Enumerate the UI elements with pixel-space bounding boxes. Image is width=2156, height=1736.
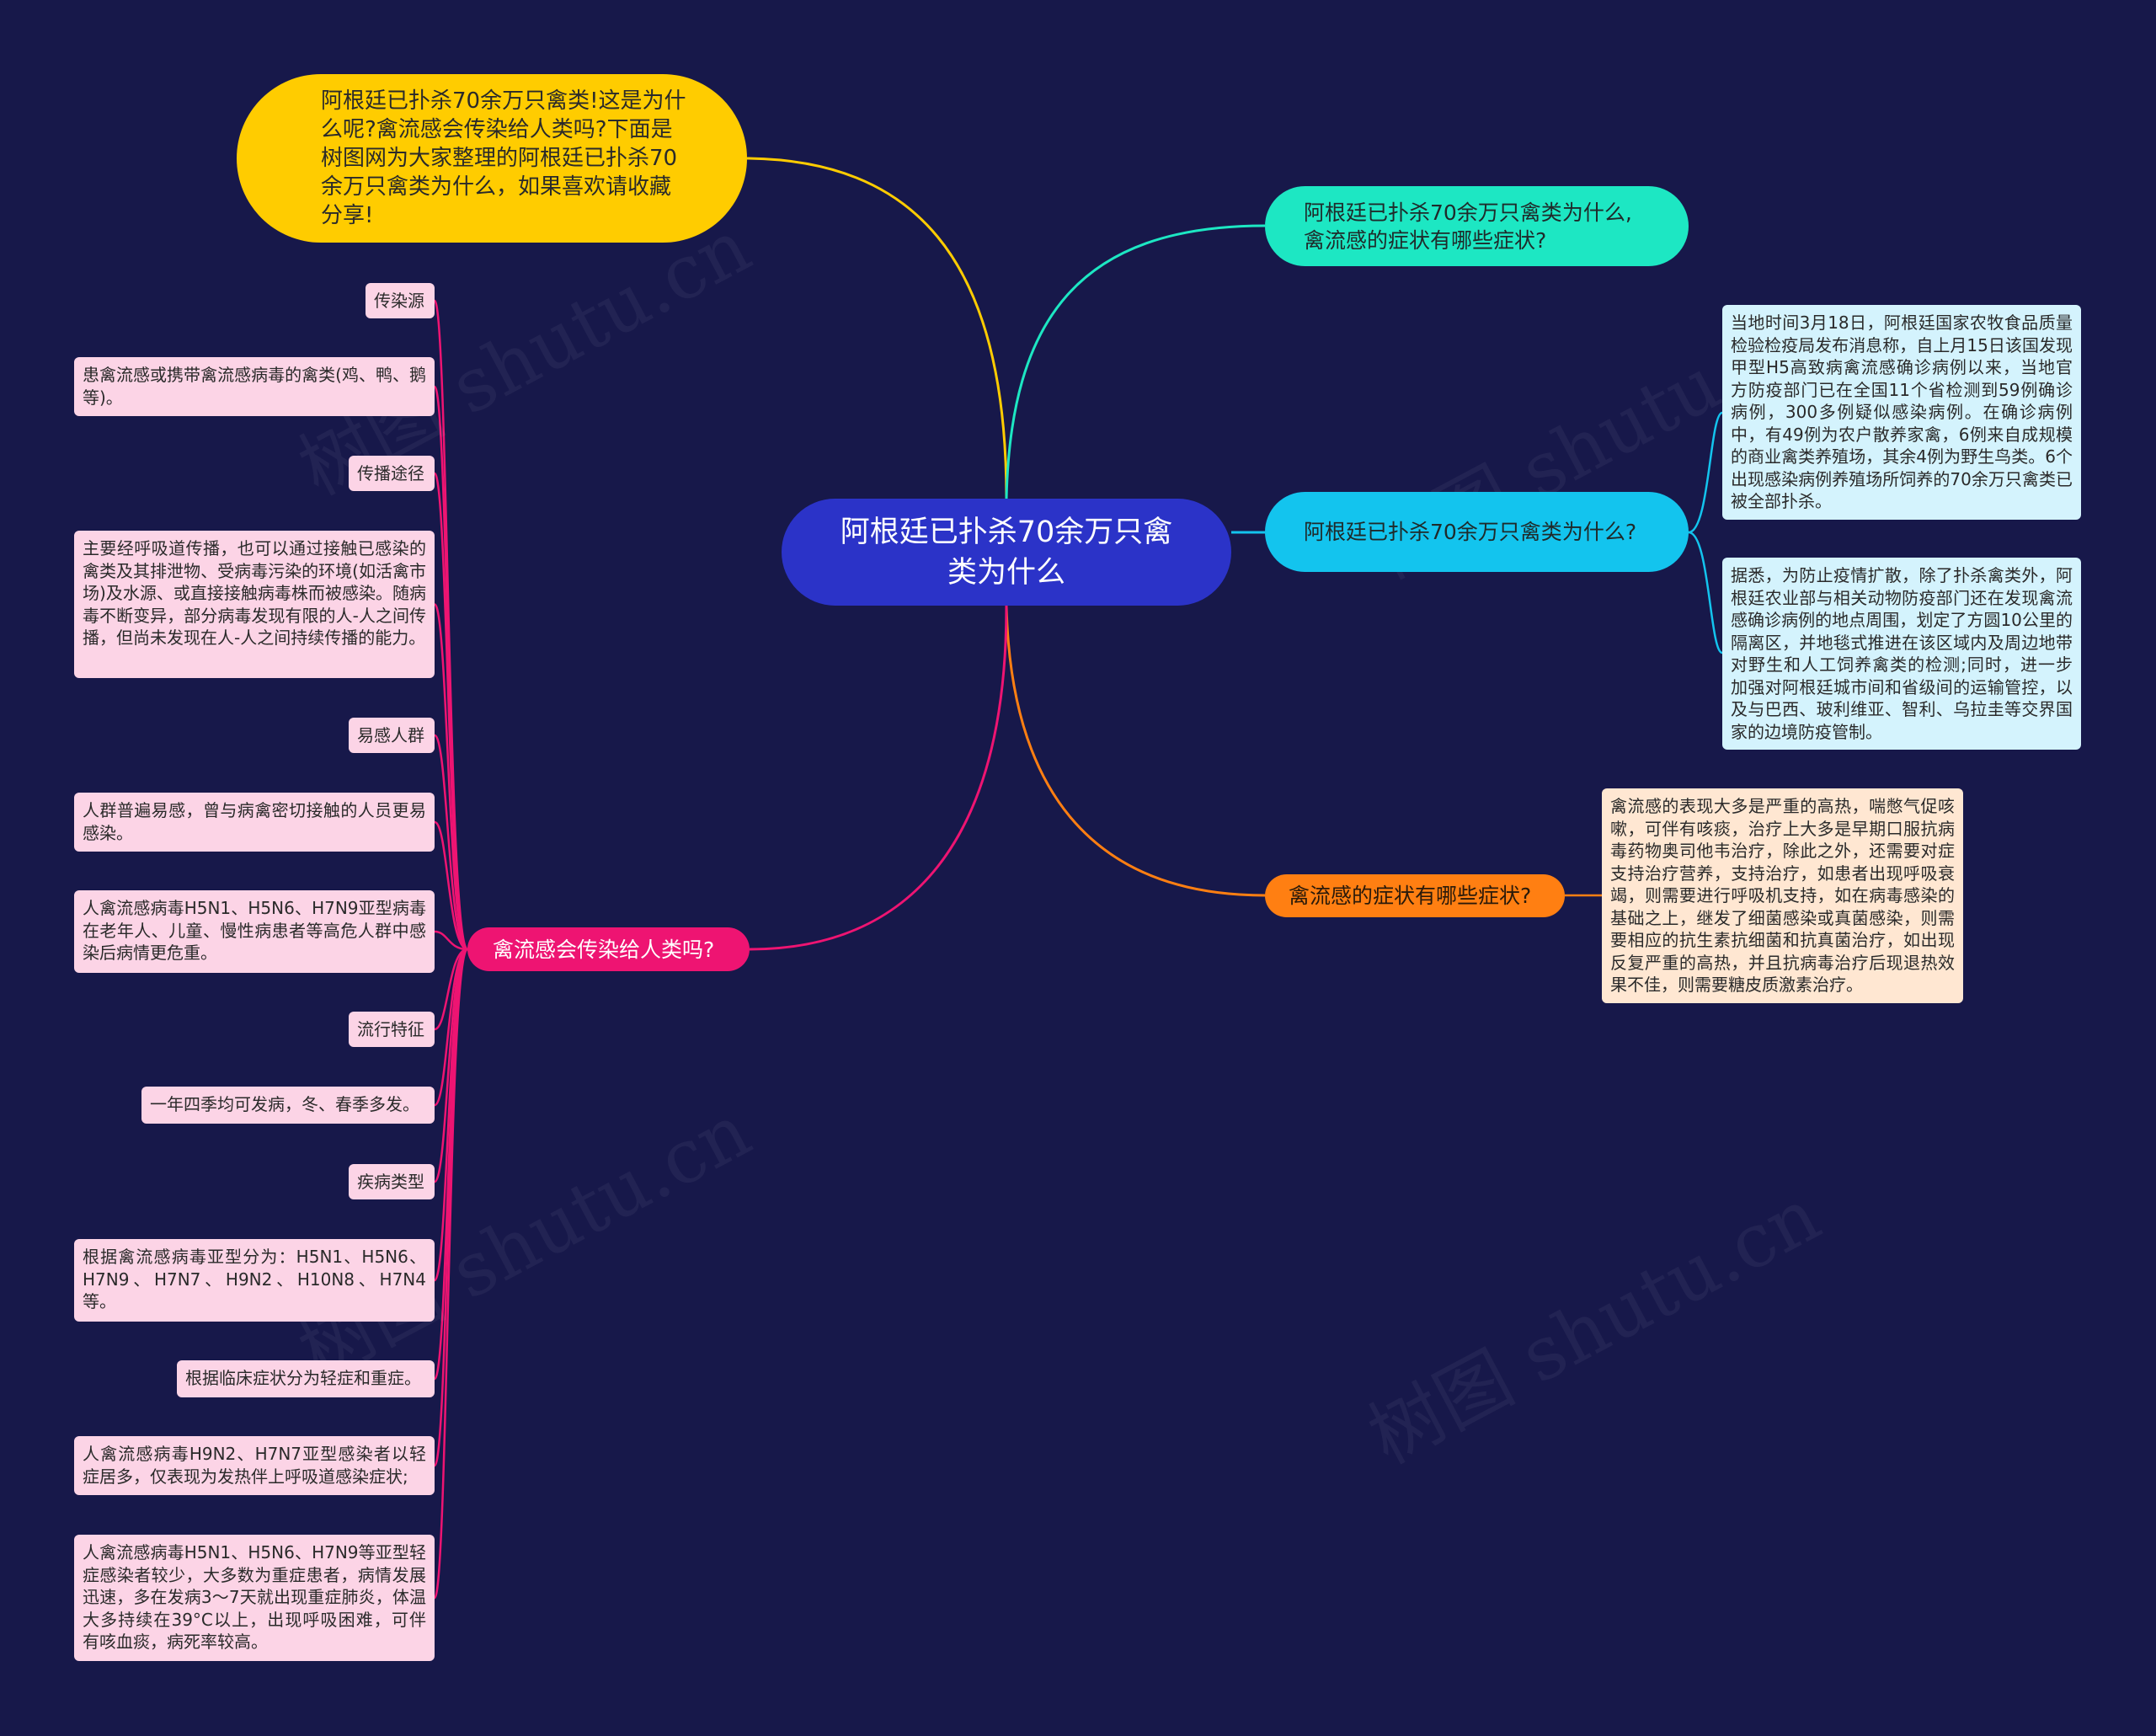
transmit-item-text[interactable]: 主要经呼吸道传播，也可以通过接触已感染的禽类及其排泄物、受病毒污染的环境(如活禽… [74, 531, 435, 678]
transmit-item-types[interactable]: 疾病类型 [349, 1164, 435, 1199]
why-detail-2[interactable]: 据悉，为防止疫情扩散，除了扑杀禽类外，阿根廷农业部与相关动物防疫部门还在发现禽流… [1722, 558, 2081, 750]
transmit-item-text-content: 人禽流感病毒H5N1、H5N6、H7N9亚型病毒在老年人、儿童、慢性病患者等高危… [83, 898, 426, 963]
root-topic-label: 阿根廷已扑杀70余万只禽类为什么 [840, 515, 1173, 590]
branch-symptoms[interactable]: 禽流感的症状有哪些症状? [1265, 874, 1565, 917]
branch-transmit-label: 禽流感会传染给人类吗? [493, 937, 715, 962]
connector-transmit-item [433, 948, 469, 1600]
transmit-item-text[interactable]: 人禽流感病毒H9N2、H7N7亚型感染者以轻症居多，仅表现为发热伴上呼吸道感染症… [74, 1436, 435, 1495]
symptoms-detail-text: 禽流感的表现大多是严重的高热，喘憋气促咳嗽，可伴有咳痰，治疗上大多是早期口服抗病… [1610, 796, 1955, 995]
connector-intro [746, 157, 1008, 499]
transmit-item-text[interactable]: 根据临床症状分为轻症和重症。 [177, 1360, 435, 1397]
connector-transmit-item [433, 603, 469, 951]
branch-why-label: 阿根廷已扑杀70余万只禽类为什么? [1304, 520, 1637, 544]
transmit-item-text-content: 人禽流感病毒H5N1、H5N6、H7N9等亚型轻症感染者较少，大多数为重症患者，… [83, 1542, 426, 1652]
transmit-item-label: 疾病类型 [357, 1172, 424, 1192]
connector-symptoms [1005, 605, 1266, 897]
connector-transmit-item [433, 472, 469, 951]
why-detail-2-text: 据悉，为防止疫情扩散，除了扑杀禽类外，阿根廷农业部与相关动物防疫部门还在发现禽流… [1731, 565, 2073, 742]
connector-why-detail-2 [1688, 531, 1723, 654]
branch-transmit[interactable]: 禽流感会传染给人类吗? [467, 927, 750, 971]
root-topic[interactable]: 阿根廷已扑杀70余万只禽类为什么 [782, 499, 1231, 606]
transmit-item-text-content: 一年四季均可发病，冬、春季多发。 [150, 1094, 419, 1114]
transmit-item-label: 易感人群 [357, 725, 424, 745]
transmit-item-text-content: 根据临床症状分为轻症和重症。 [185, 1368, 421, 1388]
transmit-item-text[interactable]: 人群普遍易感，曾与病禽密切接触的人员更易感染。 [74, 793, 435, 852]
connector-transmit-item [434, 930, 468, 951]
transmit-item-source[interactable]: 传染源 [366, 283, 435, 318]
transmit-item-label: 传染源 [374, 291, 424, 311]
intro-text: 阿根廷已扑杀70余万只禽类!这是为什么呢?禽流感会传染给人类吗?下面是树图网为大… [321, 88, 686, 228]
transmit-item-route[interactable]: 传播途径 [349, 456, 435, 491]
transmit-item-text-content: 患禽流感或携带禽流感病毒的禽类(鸡、鸭、鹅等)。 [83, 365, 426, 408]
branch-symptoms-question-label: 阿根廷已扑杀70余万只禽类为什么,禽流感的症状有哪些症状? [1304, 200, 1632, 253]
branch-symptoms-label: 禽流感的症状有哪些症状? [1289, 884, 1532, 908]
connector-symptoms-q [1005, 224, 1266, 499]
symptoms-detail[interactable]: 禽流感的表现大多是严重的高热，喘憋气促咳嗽，可伴有咳痰，治疗上大多是早期口服抗病… [1602, 788, 1963, 1003]
branch-why[interactable]: 阿根廷已扑杀70余万只禽类为什么? [1265, 492, 1689, 572]
transmit-item-epidemic[interactable]: 流行特征 [349, 1012, 435, 1047]
transmit-item-text[interactable]: 根据禽流感病毒亚型分为：H5N1、H5N6、H7N9、H7N7、H9N2、H10… [74, 1239, 435, 1322]
transmit-item-text[interactable]: 人禽流感病毒H5N1、H5N6、H7N9亚型病毒在老年人、儿童、慢性病患者等高危… [74, 890, 435, 973]
transmit-item-label: 流行特征 [357, 1019, 424, 1039]
transmit-item-text-content: 人群普遍易感，曾与病禽密切接触的人员更易感染。 [83, 800, 426, 843]
transmit-item-text-content: 人禽流感病毒H9N2、H7N7亚型感染者以轻症居多，仅表现为发热伴上呼吸道感染症… [83, 1444, 426, 1487]
connector-transmit-items [433, 299, 469, 1600]
connector-transmit-item [434, 820, 468, 951]
branch-symptoms-question[interactable]: 阿根廷已扑杀70余万只禽类为什么,禽流感的症状有哪些症状? [1265, 186, 1689, 266]
intro-node[interactable]: 阿根廷已扑杀70余万只禽类!这是为什么呢?禽流感会传染给人类吗?下面是树图网为大… [237, 74, 747, 243]
transmit-item-label: 传播途径 [357, 463, 424, 483]
transmit-item-susceptible[interactable]: 易感人群 [349, 718, 435, 753]
why-detail-1[interactable]: 当地时间3月18日，阿根廷国家农牧食品质量检验检疫局发布消息称，自上月15日该国… [1722, 305, 2081, 520]
why-detail-1-text: 当地时间3月18日，阿根廷国家农牧食品质量检验检疫局发布消息称，自上月15日该国… [1731, 312, 2073, 511]
transmit-item-text-content: 主要经呼吸道传播，也可以通过接触已感染的禽类及其排泄物、受病毒污染的环境(如活禽… [83, 538, 426, 648]
connector-transmit [749, 605, 1008, 951]
transmit-item-text[interactable]: 人禽流感病毒H5N1、H5N6、H7N9等亚型轻症感染者较少，大多数为重症患者，… [74, 1535, 435, 1661]
connector-transmit-item [433, 948, 468, 1183]
transmit-item-text-content: 根据禽流感病毒亚型分为：H5N1、H5N6、H7N9、H7N7、H9N2、H10… [83, 1247, 426, 1311]
connector-why-detail-1 [1688, 411, 1723, 534]
connector-transmit-item [433, 734, 468, 951]
transmit-item-text[interactable]: 患禽流感或携带禽流感病毒的禽类(鸡、鸭、鹅等)。 [74, 357, 435, 416]
connector-transmit-item [433, 948, 468, 1107]
transmit-item-text[interactable]: 一年四季均可发病，冬、春季多发。 [141, 1087, 435, 1124]
connector-transmit-item [434, 948, 468, 1031]
